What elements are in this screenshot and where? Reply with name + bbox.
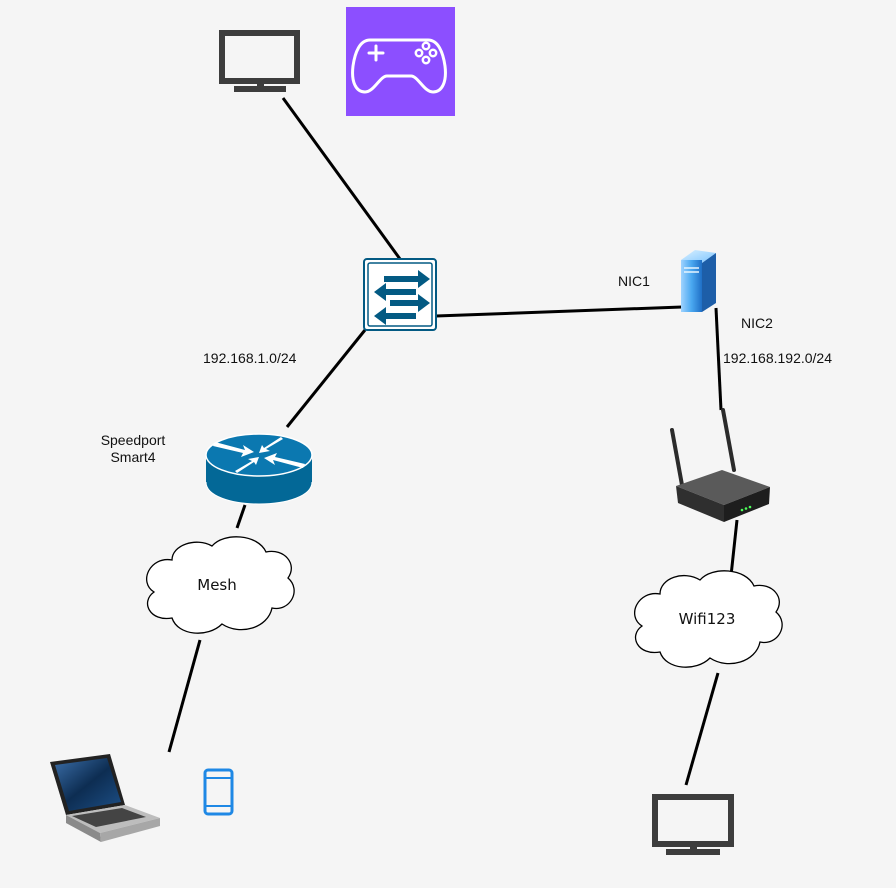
- nic2-label: NIC2: [741, 315, 773, 331]
- smartphone-icon: [203, 768, 234, 816]
- monitor-icon: [652, 794, 734, 855]
- link-switch-server: [435, 305, 683, 318]
- subnet-label-a: 192.168.1.0/24: [203, 350, 297, 366]
- link-server-wifirouter: [714, 307, 723, 411]
- link-mesh-laptop: [167, 639, 202, 753]
- cloud-icon: [146, 536, 295, 634]
- router-name-line2: Smart4: [110, 449, 156, 465]
- link-monitor-switch: [281, 97, 402, 260]
- router-icon: [205, 433, 313, 505]
- connections: [167, 97, 739, 786]
- router-name-line1: Speedport: [100, 432, 166, 448]
- cloud-label-mesh: Mesh: [197, 576, 237, 594]
- nic1-label: NIC1: [618, 273, 650, 289]
- subnet-label-b: 192.168.192.0/24: [723, 350, 832, 366]
- cloud-label-wifi: Wifi123: [679, 610, 736, 628]
- cloud-icon: [634, 570, 783, 668]
- link-wifi-monitor: [684, 672, 720, 786]
- server-tower-icon: [681, 250, 716, 312]
- monitor-icon: [219, 30, 300, 92]
- gamepad-icon: [346, 7, 455, 116]
- laptop-icon: [50, 754, 160, 842]
- network-switch-icon: [363, 258, 437, 331]
- link-switch-router: [285, 329, 367, 428]
- router-name-label: Speedport Smart4: [88, 432, 178, 466]
- link-router-mesh: [235, 504, 247, 529]
- wifi-router-icon: [670, 408, 770, 522]
